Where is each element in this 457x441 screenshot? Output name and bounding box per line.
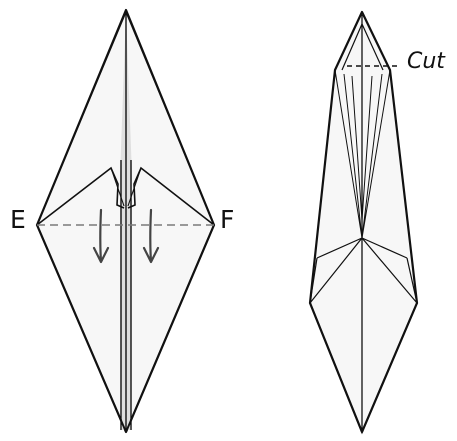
- fold-down-arrow-left-icon: [92, 208, 110, 264]
- left-figure-upper-left-crease: [36, 11, 127, 226]
- right-figure-long-left-folds: [334, 69, 363, 239]
- left-figure-inner-right-fold: [127, 167, 142, 207]
- left-figure-right-flap: [127, 166, 215, 226]
- left-figure-center-creases: [120, 12, 132, 432]
- left-figure: [35, 8, 216, 434]
- right-figure: [308, 10, 419, 435]
- point-f-label: F: [220, 205, 235, 234]
- cut-label: Cut: [407, 49, 445, 74]
- left-figure-upper-right-crease: [125, 11, 215, 226]
- right-figure-lower-edges: [309, 302, 418, 435]
- left-figure-lower-right-edge: [125, 224, 215, 433]
- point-e-label: E: [10, 205, 26, 234]
- left-figure-inner-left-fold: [110, 167, 125, 207]
- right-figure-long-right-folds: [361, 69, 391, 239]
- fold-down-arrow-right-icon: [142, 208, 160, 264]
- left-figure-lower-left-edge: [36, 224, 127, 433]
- left-figure-left-flap: [36, 166, 125, 226]
- right-figure-lower-fold-lines: [309, 237, 418, 304]
